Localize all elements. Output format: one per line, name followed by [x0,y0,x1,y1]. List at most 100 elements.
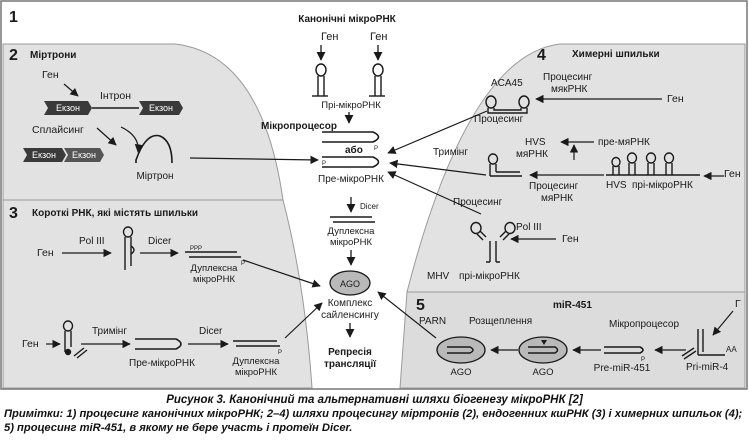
panel-2-title: Міртрони [30,50,76,61]
mirtron-splicing-label: Сплайсинг [32,124,84,136]
aca45-label: ACA45 [491,78,523,89]
proc-myarnk-label-2: мяРНК [541,193,573,204]
splicing-lariat-arrow [120,126,144,153]
chimeric-pri-label: пpi-мікроРНК [632,180,693,191]
center-gene-label-1: Ген [321,31,338,43]
short-dicer1-label: Dicer [148,236,172,247]
short-pre-label: Пре-мікроРНК [129,358,195,369]
pri-mirna-hairpin-2 [369,63,385,97]
chimeric-gene-label-3: Ген [562,233,579,245]
mhv-cloverleaf [470,221,516,263]
pre-mir451-label: Pre-miR-451 [594,363,651,374]
pre-mir451-duplex [604,346,644,354]
short-duplex1-to-ago-arrow [242,259,321,288]
short-duplex2-to-ago-arrow [284,302,323,339]
panel-4-number: 4 [537,47,546,64]
mir451-to-ago-arrow [377,291,437,339]
spliced-exons: Екзон Екзон [23,148,104,162]
pri-mir451-label: Pri-miR-4 [686,362,729,373]
pre-mya-label: пре-мяРНК [598,137,650,148]
center-duplex-label-2: мікроРНК [330,237,373,248]
hvs-label-1: HVS [525,137,546,148]
panel-4-background [406,43,746,293]
svg-text:Екзон: Екзон [32,150,56,160]
mirtron-gene-label: Ген [42,69,59,81]
mhv-pri-label: пpi-мікроРНК [459,271,520,282]
ago-center: AGO [329,270,371,296]
chimeric-gene-label-2: Ген [724,168,741,180]
panel-3-number: 3 [9,205,18,222]
ago-label-1: AGO [450,367,471,378]
panel-5-number: 5 [416,297,425,314]
short-dicer2-label: Dicer [199,326,223,337]
mirtron-label: Міртрон [136,171,173,182]
panel-3-title: Короткі РНК, які містять шпильки [32,208,198,219]
pre-mrna-gene: Екзон Екзон [44,101,183,115]
short-gene-label-1: Ген [37,247,54,259]
pre-lower-p: P [322,161,326,167]
hvs-small-label: HVS [606,180,627,191]
hvs-to-pre-arrow [389,159,487,176]
center-dicer-label: Dicer [360,202,379,211]
figure-caption-notes: Примітки: 1) процесинг канонічних мікроР… [4,408,743,434]
mirtron-lariat [135,134,173,164]
short-pre-mirna [135,338,182,350]
svg-text:AGO: AGO [340,279,360,289]
short-duplex-2 [233,340,280,347]
figure-caption-title: Рисунок 3. Канонічний та альтернативні ш… [166,394,583,406]
panel-1-number: 1 [9,9,18,26]
center-duplex-label-1: Дуплексна [328,226,376,237]
aca45-to-pre-arrow [387,110,488,154]
pre-mir451-p: P [641,357,645,363]
processing1-label: Процесинг [474,114,524,125]
aca45-snorna [485,95,530,114]
hvs-pri-mirna [606,152,700,176]
pri-mir451-hairpin [681,329,725,360]
panel-5-background [399,291,746,389]
center-complex-label-1: Комплекс [328,298,373,309]
center-microprocessor-label: Мікропроцесор [261,121,337,132]
short-trimming-label: Тримінг [92,326,127,337]
short-duplex-label-2: мікроРНК [193,274,236,285]
panel-5-title: miR-451 [553,300,592,311]
panel-1-title: Канонічні мікроРНК [298,14,396,25]
processing2-label: Процесинг [453,197,503,208]
mhv-to-pre-arrow [387,171,482,215]
hvs-hairpin [487,153,522,177]
mir451-aa-label: AA [726,345,737,354]
short-duplex1-p: P [241,261,245,267]
splicing-arrow [96,127,117,146]
pre-upper-p: P [374,146,378,152]
ago-label-2: AGO [532,367,553,378]
center-pre-label: Пре-мікроРНК [318,174,384,185]
duplex-mirna-center [330,216,375,223]
pre-mirna-upper [322,131,380,143]
short-duplex-label-1: Дуплексна [191,263,239,274]
short-duplex-1 [185,251,241,258]
panel-4-title: Химерні шпильки [572,49,660,60]
pre-mirna-lower [322,156,380,168]
short-hairpin-pol3 [122,226,135,270]
ago-mir451-mature [436,336,486,364]
ago-mir451-cleavage [518,336,568,364]
short-duplex-label-4: мікроРНК [235,367,278,378]
center-gene-label-2: Ген [370,31,387,43]
pri-mirna-hairpin-1 [312,63,328,97]
biogenesis-diagram: 1 Канонічні мікроРНК 2 Міртрони 3 Коротк… [0,0,748,390]
mir451-gene-arrow [712,310,734,336]
mirtron-intron-label: Інтрон [100,90,131,102]
short-pol3-label: Pol III [79,236,105,247]
center-repression-label-2: трансляції [324,359,376,370]
proc-mya-label-1: Процесинг [543,72,593,83]
mir451-microprocessor-label: Мікропроцесор [609,319,679,330]
proc-myarnk-label-1: Процесинг [529,181,579,192]
proc-mya-label-2: мякРНК [551,84,588,95]
short-duplex2-p: P [278,350,282,356]
mirtron-to-pre-arrow [189,155,319,165]
mhv-pol3-label: Pol III [516,222,542,233]
center-or-label: або [345,144,363,156]
panel-2-number: 2 [9,47,18,64]
short-hairpin-trim [62,320,88,359]
mirtron-gene-arrow [63,83,79,97]
